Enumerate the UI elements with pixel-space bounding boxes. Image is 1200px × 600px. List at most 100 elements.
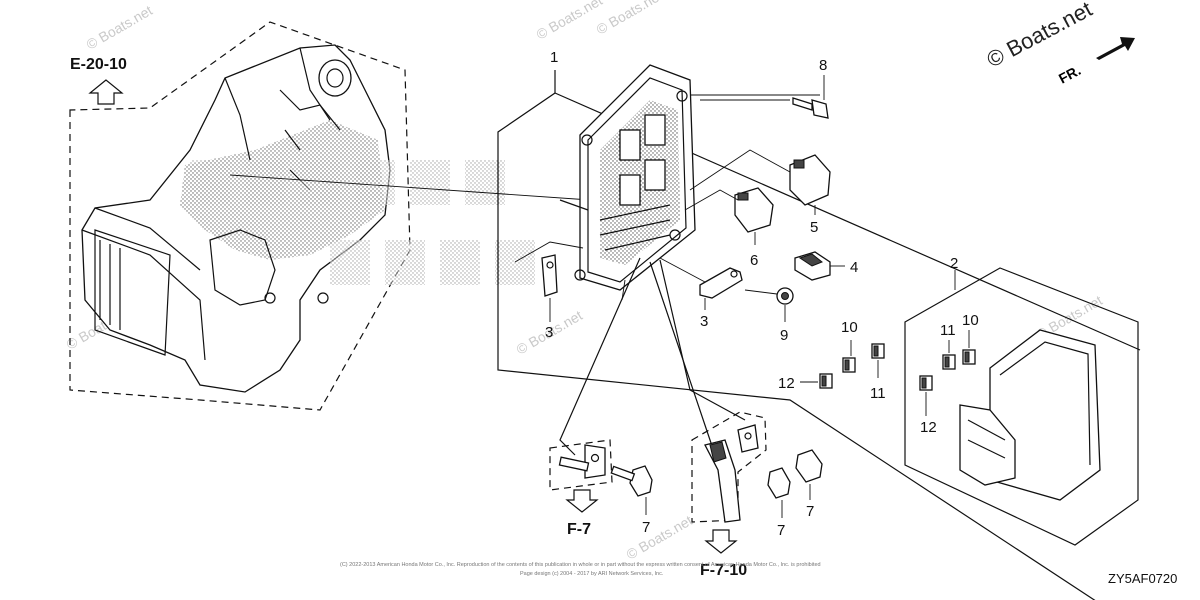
callout-2[interactable]: 2 xyxy=(950,255,958,272)
mount-hole xyxy=(676,90,688,102)
relay-6-tab xyxy=(737,192,749,201)
lower-left-pin xyxy=(558,456,590,472)
lettering-block xyxy=(355,160,395,205)
callout-3a[interactable]: 3 xyxy=(545,324,553,341)
callout-7b[interactable]: 7 xyxy=(777,522,785,539)
housing-bolt-hole xyxy=(264,292,276,304)
relay-part-6 xyxy=(684,187,774,245)
housing-link-line xyxy=(229,174,591,201)
fuse-10-blade xyxy=(844,359,850,371)
mount-hole xyxy=(669,229,681,241)
grommet-part-9 xyxy=(744,287,794,322)
callout-7a[interactable]: 7 xyxy=(642,519,650,536)
reference-top-left: E-20-10 xyxy=(70,56,127,73)
mount-hole xyxy=(581,134,593,146)
reference-bottom-left: F-7 xyxy=(567,521,591,538)
lettering-block xyxy=(440,240,480,285)
callout-6[interactable]: 6 xyxy=(750,252,758,269)
fuse-group-right xyxy=(919,330,976,416)
callout-11b[interactable]: 11 xyxy=(870,385,886,402)
fuse-12-blade xyxy=(821,375,827,387)
front-direction-indicator: FR. xyxy=(1056,37,1135,87)
lower-left-hole xyxy=(590,453,600,463)
cable-stub xyxy=(621,279,626,301)
page-design-note: Page design (c) 2004 - 2017 by ARI Netwo… xyxy=(520,571,664,577)
fuse-10b-blade xyxy=(964,351,970,363)
reference-bottom-right: F-7-10 xyxy=(700,562,747,579)
fuse-group-left xyxy=(800,340,885,389)
watermark-text: © Boats.net xyxy=(84,2,156,53)
fuse-11b-blade xyxy=(944,356,950,368)
bolt-part-7-b xyxy=(767,467,791,518)
brand-watermark: © Boats.net xyxy=(983,0,1097,72)
lettering-block xyxy=(330,240,370,285)
bolt-part-7-c xyxy=(795,449,823,500)
callout-12b[interactable]: 12 xyxy=(920,419,937,436)
bolt-8-head xyxy=(811,99,829,119)
housing-contour-lines xyxy=(81,47,331,361)
terminal-3a-body xyxy=(541,254,558,297)
callout-10b[interactable]: 10 xyxy=(962,312,979,329)
cover-2-inner xyxy=(999,341,1091,466)
terminal-3b-leader xyxy=(659,257,706,283)
connector-part-4 xyxy=(794,251,845,281)
front-label: FR. xyxy=(1056,62,1083,87)
control-box-frame xyxy=(587,77,687,283)
up-arrow-icon xyxy=(88,79,124,105)
callout-4[interactable]: 4 xyxy=(850,259,858,276)
grommet-9-link xyxy=(744,289,778,295)
cable-f7 xyxy=(559,257,641,456)
terminal-part-3-left xyxy=(514,241,584,322)
housing-front-panel xyxy=(94,229,171,356)
cable-f710-a xyxy=(659,259,746,421)
engine-housing-reference xyxy=(69,21,411,411)
down-arrow-icon xyxy=(565,489,599,513)
lettering-block xyxy=(495,240,535,285)
lettering-block xyxy=(245,160,285,205)
fuse-11-blade xyxy=(873,345,879,357)
bolt-7b-head xyxy=(767,467,791,499)
terminal-3b-hole xyxy=(730,270,738,278)
cover-2-outline xyxy=(904,267,1139,546)
lettering-block xyxy=(385,240,425,285)
front-arrow-icon xyxy=(1096,37,1135,60)
part-callouts: 1 2 3 3 4 5 6 7 7 7 8 9 10 10 11 11 12 1… xyxy=(545,49,979,539)
callout-8[interactable]: 8 xyxy=(819,57,827,74)
callout-1[interactable]: 1 xyxy=(550,49,558,66)
callout-12a[interactable]: 12 xyxy=(778,375,795,392)
lettering-block xyxy=(465,160,505,205)
lower-right-bracket: F-7-10 xyxy=(691,411,767,579)
terminal-3b-body xyxy=(699,267,743,299)
housing-bracket xyxy=(209,229,276,306)
mount-tab xyxy=(559,199,589,211)
cover-2-latch xyxy=(959,404,1016,486)
cover-part-2 xyxy=(904,267,1139,546)
relay-slot xyxy=(619,129,641,161)
housing-boss xyxy=(318,59,352,97)
terminal-part-3-right xyxy=(659,257,743,310)
down-arrow-icon xyxy=(704,529,738,554)
housing-bolt-hole xyxy=(317,292,329,304)
control-box-part-1 xyxy=(559,64,696,291)
fuse-12b-blade xyxy=(921,377,927,389)
bolt-7a-head xyxy=(629,465,653,497)
callout-9[interactable]: 9 xyxy=(780,327,788,344)
lower-left-bracket: F-7 xyxy=(549,439,613,538)
terminal-3a-leader xyxy=(514,241,584,263)
housing-ribs xyxy=(99,240,121,330)
callout-10a[interactable]: 10 xyxy=(841,319,858,336)
callout-3b[interactable]: 3 xyxy=(700,313,708,330)
lettering-block xyxy=(190,160,230,205)
connector-4-top xyxy=(798,253,823,267)
callout-7c[interactable]: 7 xyxy=(806,503,814,520)
callout-11a[interactable]: 11 xyxy=(940,322,956,339)
relay-6-leader xyxy=(684,189,739,211)
relay-part-5 xyxy=(689,149,831,215)
lettering-block xyxy=(410,160,450,205)
lower-right-lug xyxy=(709,441,727,463)
lower-right-hole xyxy=(744,432,752,440)
callout-5[interactable]: 5 xyxy=(810,219,818,236)
bolt-part-8 xyxy=(792,75,829,119)
watermark-text: © Boats.net xyxy=(624,512,696,563)
